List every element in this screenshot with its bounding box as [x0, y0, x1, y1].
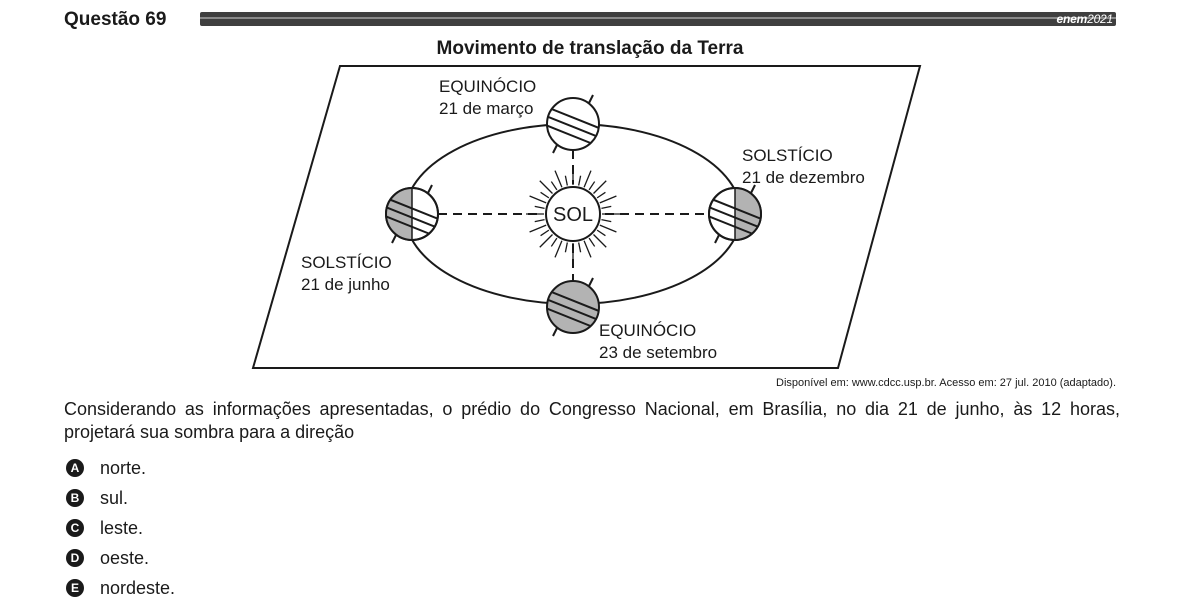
- option-a-letter-icon: A: [66, 459, 84, 477]
- sun-ray: [564, 175, 568, 186]
- header-bar: enem2021: [200, 12, 1116, 26]
- option-a-text: norte.: [100, 457, 147, 478]
- option-e[interactable]: E nordeste.: [66, 573, 175, 603]
- option-b-text: sul.: [100, 487, 129, 508]
- label-september-date: 23 de setembro: [599, 343, 718, 362]
- brand-name: enem: [1056, 12, 1088, 26]
- label-december-title: SOLSTÍCIO: [742, 146, 833, 165]
- orbital-plane: [251, 65, 922, 369]
- label-december-solstice: SOLSTÍCIO 21 de dezembro: [742, 145, 865, 189]
- option-e-letter-icon: E: [66, 579, 84, 597]
- option-d[interactable]: D oeste.: [66, 543, 175, 573]
- sun-ray: [540, 191, 550, 199]
- earth-march-equinox: [546, 94, 600, 154]
- label-march-equinox: EQUINÓCIO 21 de março: [439, 76, 536, 120]
- option-e-text: nordeste.: [100, 577, 176, 598]
- sun-ray: [554, 240, 563, 258]
- sun-ray: [529, 224, 547, 233]
- sun-ray: [550, 181, 558, 191]
- label-september-title: EQUINÓCIO: [599, 321, 697, 340]
- figure-source: Disponível em: www.cdcc.usp.br. Acesso e…: [776, 377, 1116, 389]
- sun-ray: [540, 229, 550, 237]
- option-a[interactable]: A norte.: [66, 453, 175, 483]
- question-number: Questão 69: [64, 9, 167, 30]
- sun-ray: [593, 234, 607, 248]
- label-march-title: EQUINÓCIO: [439, 77, 537, 96]
- answer-options: A norte. B sul. C leste. D oeste. E nord…: [66, 453, 175, 603]
- sun-ray: [529, 195, 547, 204]
- sun-ray: [550, 237, 558, 247]
- brand-year: 2021: [1087, 12, 1113, 26]
- sun-ray: [554, 170, 563, 188]
- sun-ray: [599, 224, 617, 233]
- sun-ray: [596, 229, 606, 237]
- sun-ray: [601, 219, 612, 223]
- sun-ray: [534, 219, 545, 223]
- option-c[interactable]: C leste.: [66, 513, 175, 543]
- option-d-letter-icon: D: [66, 549, 84, 567]
- sun-ray: [578, 242, 582, 253]
- earth-june-solstice: [385, 184, 439, 244]
- option-b-letter-icon: B: [66, 489, 84, 507]
- sun-ray: [583, 240, 592, 258]
- option-c-letter-icon: C: [66, 519, 84, 537]
- label-june-date: 21 de junho: [301, 275, 390, 294]
- label-june-solstice: SOLSTÍCIO 21 de junho: [301, 252, 392, 296]
- header-bar-highlight: [200, 17, 1116, 19]
- option-c-text: leste.: [100, 517, 144, 538]
- sun-rays: [526, 167, 620, 261]
- label-march-date: 21 de março: [439, 99, 534, 118]
- earth-september-equinox: [546, 277, 600, 337]
- earth-december-solstice: [708, 184, 762, 244]
- sun-ray: [588, 181, 596, 191]
- sun-label: SOL: [553, 204, 593, 226]
- option-b[interactable]: B sul.: [66, 483, 175, 513]
- sun-ray: [583, 170, 592, 188]
- sun-ray: [596, 191, 606, 199]
- label-december-date: 21 de dezembro: [742, 168, 865, 187]
- sun-ray: [578, 175, 582, 186]
- enem-logo: enem2021: [1056, 12, 1114, 26]
- sun-ray: [601, 205, 612, 209]
- sun-ray: [593, 180, 607, 194]
- label-september-equinox: EQUINÓCIO 23 de setembro: [599, 320, 717, 364]
- sun-ray: [539, 180, 553, 194]
- figure-title: Movimento de translação da Terra: [436, 38, 744, 59]
- question-text: Considerando as informações apresentadas…: [64, 399, 1120, 442]
- sun-ray: [564, 242, 568, 253]
- sun-ray: [599, 195, 617, 204]
- sun-ray: [539, 234, 553, 248]
- sun: [545, 186, 601, 242]
- sun-ray: [588, 237, 596, 247]
- option-d-text: oeste.: [100, 547, 150, 568]
- sun-ray: [534, 205, 545, 209]
- label-june-title: SOLSTÍCIO: [301, 253, 392, 272]
